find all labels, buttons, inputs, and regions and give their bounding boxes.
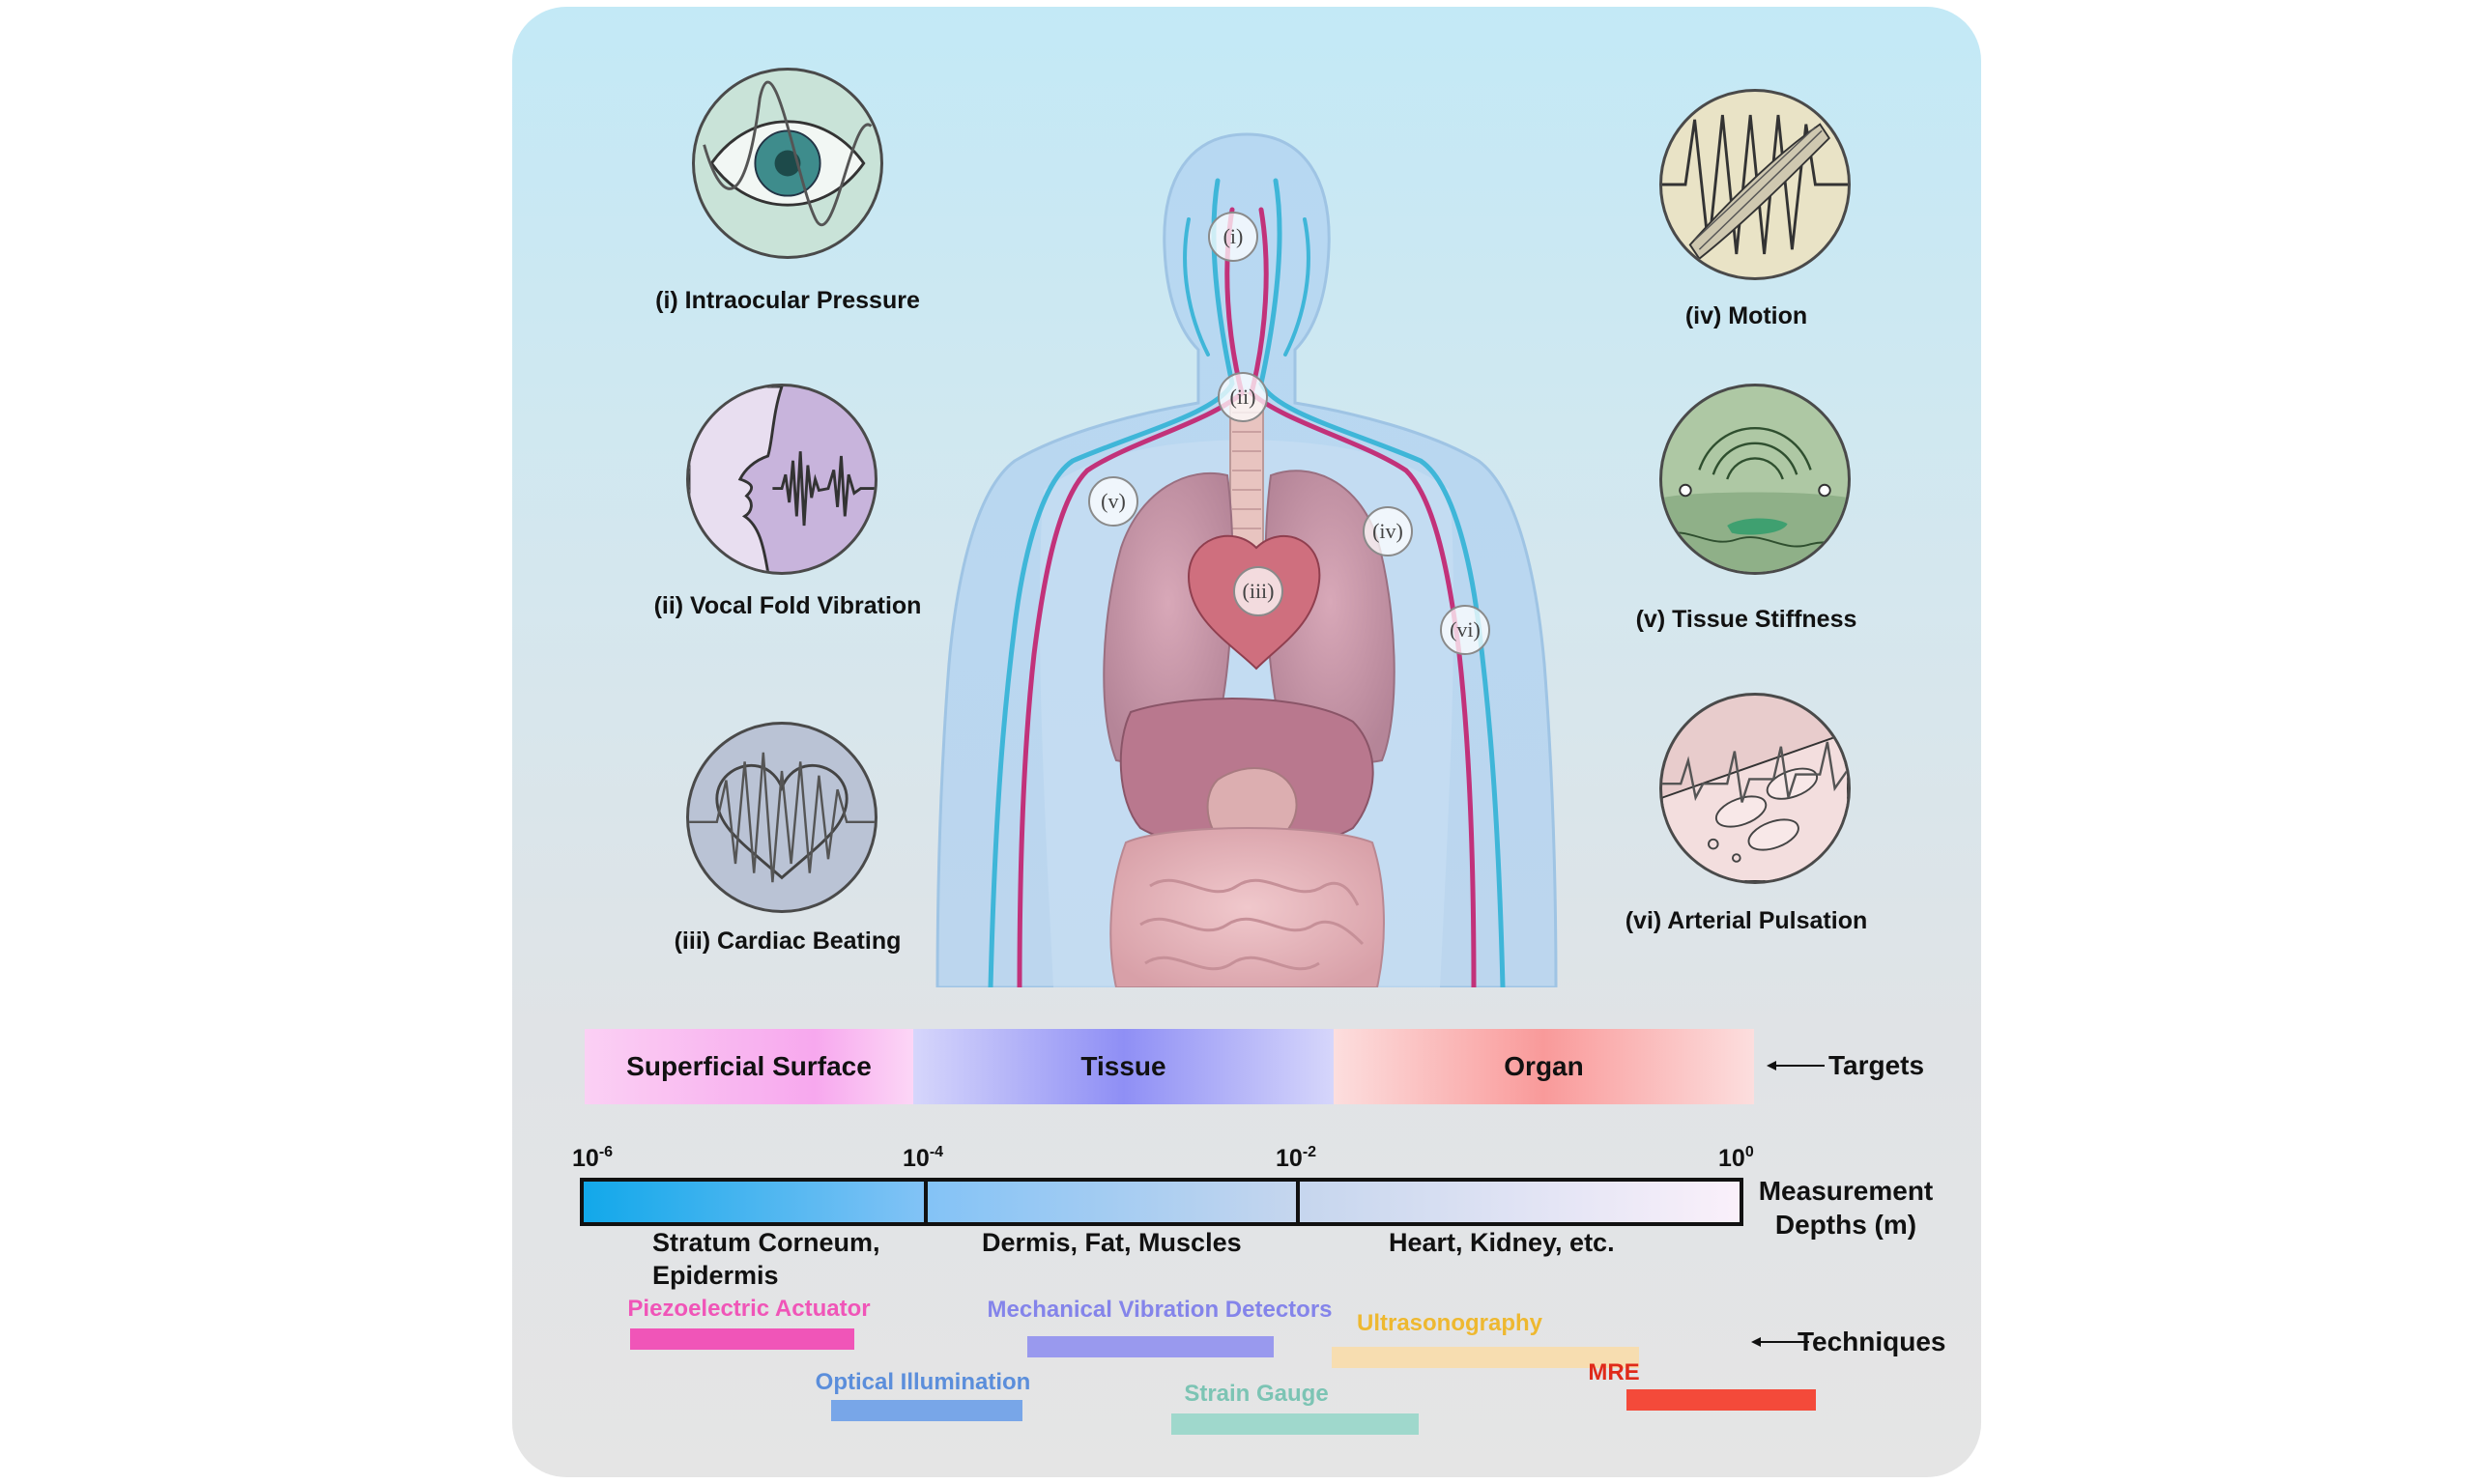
label-tissue-stiffness: (v) Tissue Stiffness [1635,606,1857,633]
depth-divider-1e-4 [924,1178,928,1226]
technique-label-piezoelectric: Piezoelectric Actuator [627,1296,871,1322]
technique-bar-mre [1626,1389,1816,1411]
depth-region-dermis: Dermis, Fat, Muscles [982,1228,1242,1257]
depth-divider-1e-2 [1296,1178,1300,1226]
technique-bar-piezoelectric [630,1328,854,1350]
measurement-depths-label: Measurement Depths (m) [1758,1176,1934,1240]
artery-cells-icon [1659,693,1851,884]
technique-label-optical: Optical Illumination [815,1369,1031,1395]
technique-label-strain-gauge: Strain Gauge [1184,1381,1329,1407]
depth-region-organs: Heart, Kidney, etc. [1389,1228,1615,1257]
technique-label-mechanical-vibration: Mechanical Vibration Detectors [987,1297,1333,1323]
vocal-profile-icon [686,384,877,575]
tick-1e0: 100 [1718,1144,1754,1172]
tissue-wave-icon [1659,384,1851,575]
label-intraocular-pressure: (i) Intraocular Pressure [655,287,920,314]
tick-1e-6: 10-6 [572,1144,614,1172]
technique-label-ultrasonography: Ultrasonography [1356,1310,1543,1336]
body-marker-ii: (ii) [1218,372,1268,422]
technique-bar-mechanical-vibration [1027,1336,1274,1357]
technique-bar-strain-gauge [1171,1413,1419,1435]
body-marker-i: (i) [1208,212,1258,262]
body-marker-iv: (iv) [1363,506,1413,556]
body-marker-v: (v) [1088,476,1138,527]
target-superficial-surface: Superficial Surface [585,1029,913,1104]
eye-icon [692,68,883,259]
techniques-arrow-icon [1751,1337,1809,1347]
muscle-icon [1659,89,1851,280]
tick-1e-4: 10-4 [903,1144,944,1172]
technique-label-mre: MRE [1588,1359,1640,1385]
label-motion: (iv) Motion [1684,302,1808,329]
heart-waveform-icon [686,722,877,913]
depth-region-epidermis: Stratum Corneum, Epidermis [652,1228,880,1290]
body-marker-iii: (iii) [1233,566,1283,616]
targets-arrow-icon [1767,1061,1825,1070]
technique-bar-optical [831,1400,1022,1421]
technique-bar-ultrasonography [1332,1347,1639,1368]
depth-scale-bar [580,1178,1743,1226]
human-body-illustration [935,132,1558,987]
label-vocal-fold-vibration: (ii) Vocal Fold Vibration [653,592,922,619]
tick-1e-2: 10-2 [1276,1144,1317,1172]
label-cardiac-beating: (iii) Cardiac Beating [674,928,902,955]
figure-panel: (i) (ii) (iii) (iv) (v) (vi) (i) Intraoc… [512,7,1981,1477]
target-organ: Organ [1334,1029,1754,1104]
label-arterial-pulsation: (vi) Arterial Pulsation [1625,907,1868,934]
body-marker-vi: (vi) [1440,605,1490,655]
techniques-label: Techniques [1798,1327,1946,1356]
target-tissue: Tissue [913,1029,1334,1104]
targets-label: Targets [1828,1050,1925,1080]
